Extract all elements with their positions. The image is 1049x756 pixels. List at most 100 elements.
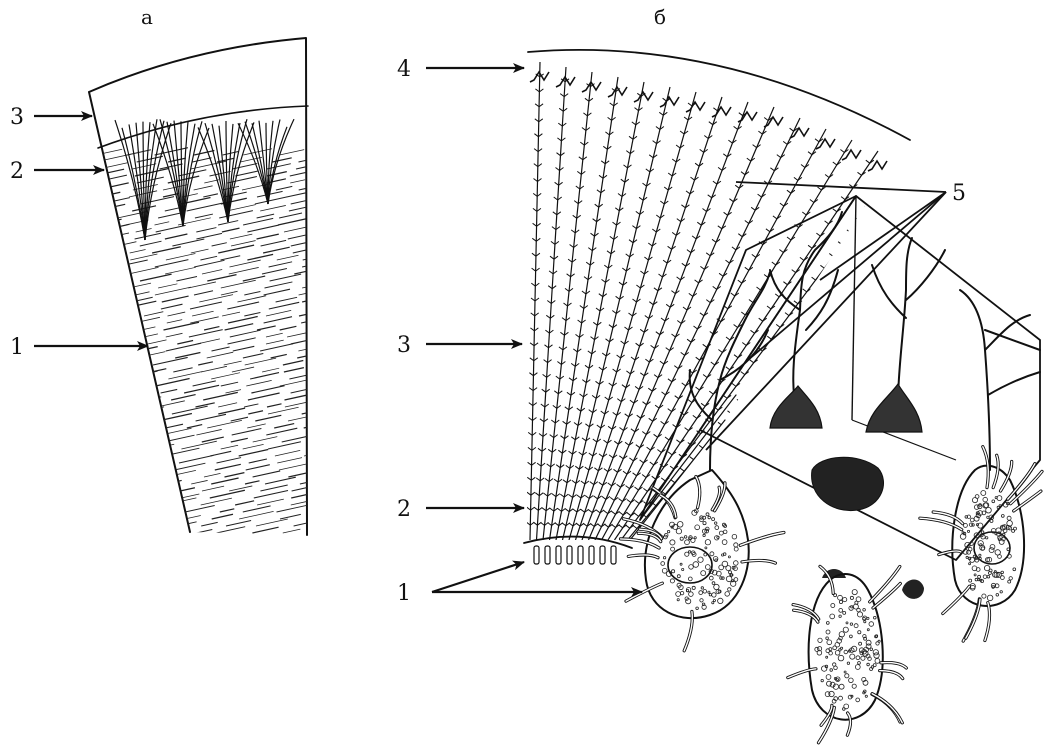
fiber-tick [765,365,773,368]
hatch-stroke [101,323,131,330]
hatch-stroke [303,256,320,260]
hatch-stroke [93,395,116,400]
hatch-stroke [95,214,113,218]
hatch-stroke [244,313,260,317]
fiber-tick [597,524,605,527]
hatch-stroke [144,512,175,519]
panel-a-layer-2-bundles [115,119,294,240]
dark-granule-cell [812,457,884,510]
fiber [562,87,679,540]
hatch-stroke [119,333,136,337]
stipple-dot [845,674,849,678]
stipple-dot [849,678,854,683]
stipple-dot [714,584,719,589]
stipple-dot [847,662,849,664]
fiber-tick [833,162,841,165]
hatch-stroke [94,471,122,477]
fiber-tick [891,171,899,174]
fiber-tick [668,452,676,455]
stipple-dot [833,646,837,650]
fiber-tick [635,487,643,490]
hatch-stroke [204,473,221,477]
hatch-stroke [254,491,288,499]
stipple-dot [705,565,710,570]
fiber-tick [840,150,848,153]
stipple-dot [843,611,846,614]
dendrite-tree-right [872,238,945,402]
hatch-stroke [221,445,238,449]
stipple-dot [850,596,853,599]
stipple-dot [712,593,716,597]
fiber-tick [724,306,732,309]
hatch-stroke [155,260,189,267]
stipple-dot [734,547,738,551]
hatch-stroke [134,404,148,407]
stipple-dot [827,640,832,645]
fiber-tick [626,525,634,528]
fiber-tick [612,525,620,528]
hatch-stroke [308,445,326,449]
hatch-stroke [291,240,318,246]
stipple-dot [852,684,856,688]
stipple-dot [692,586,695,589]
hatch-stroke [307,306,322,309]
hatch-stroke [221,291,238,295]
hatch-stroke [279,463,313,471]
neuron-soma-left-hillock [770,386,822,428]
hatch-stroke [196,530,212,534]
stipple-dot [680,563,682,565]
hatch-stroke [165,208,180,211]
fiber-tick [812,277,820,280]
hatch-stroke [148,340,167,344]
hatch-stroke [261,240,287,246]
stipple-dot [974,574,976,576]
hatch-stroke [142,529,160,533]
fiber-tick [700,266,708,269]
stipple-dot [975,558,979,562]
hatch-stroke [227,302,259,309]
fiber-tick [802,212,810,215]
hatch-stroke [218,245,254,253]
fiber-crown [634,92,653,102]
hatch-stroke [173,368,192,372]
stipple-dot [722,577,725,580]
fiber-tick [825,221,833,224]
hatch-stroke [194,186,213,190]
hatch-stroke [229,267,259,274]
stipple-dot [987,575,990,578]
hatch-stroke [226,521,251,527]
stipple-dot [867,617,869,619]
stipple-dot [701,571,706,576]
fiber-bundle [115,119,171,240]
stipple-dot [850,623,852,625]
hatch-stroke [250,373,279,379]
hatch-stroke [307,526,341,534]
hatch-stroke [239,511,274,519]
fiber-tick [750,360,758,363]
hatch-stroke [308,215,323,218]
fiber-tick [675,396,683,399]
hatch-stroke [268,407,299,414]
stipple-dot [995,533,997,535]
fiber-tick [605,524,613,527]
hatch-stroke [204,327,219,330]
stipple-dot [871,666,874,669]
hatch-stroke [91,498,122,505]
hatch-stroke [144,312,163,316]
hatch-stroke [140,241,162,246]
hatch-stroke [280,326,297,330]
hatch-stroke [225,324,254,330]
stipple-dot [729,571,732,574]
fiber-tick [711,362,719,365]
stipple-dot [835,651,840,656]
base-stub [545,546,550,564]
fiber-tick [712,239,720,242]
fiber-tick [882,183,890,186]
hatch-stroke [136,432,150,435]
stipple-dot [1009,577,1012,580]
stipple-dot [970,518,974,522]
hatch-stroke [166,470,196,477]
fiber-tick [758,194,766,197]
panel-b-title: б [654,5,666,29]
hatch-stroke [299,287,334,295]
